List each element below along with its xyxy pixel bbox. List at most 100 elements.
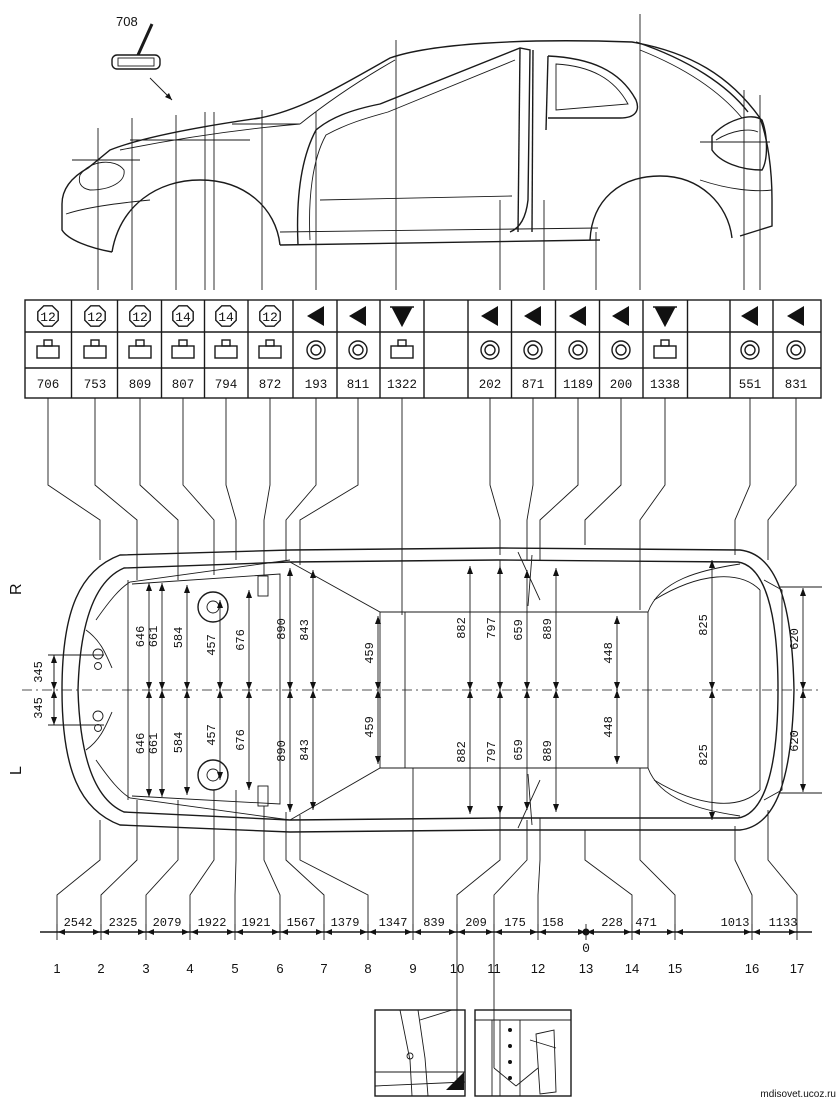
height-value: 807 (172, 378, 195, 392)
length-value: 839 (423, 916, 445, 930)
point-number: 15 (668, 961, 682, 976)
mount-pin-icon (306, 340, 326, 360)
height-value: 551 (739, 378, 762, 392)
side-pointer-icon (569, 306, 586, 326)
point-number: 8 (364, 961, 371, 976)
table-column-8: 811 (347, 306, 369, 392)
length-value: 2325 (109, 916, 138, 930)
width-lower-value: 584 (172, 732, 186, 754)
width-lower-value: 825 (697, 744, 711, 766)
bolt-head-icon (215, 305, 237, 327)
mount-pin-icon (523, 340, 543, 360)
width-lower-value: 646 (134, 733, 148, 755)
right-side-label: R (8, 583, 25, 595)
table-column-7: 193 (305, 306, 328, 392)
mount-block-icon (83, 345, 107, 359)
width-upper-value: 646 (134, 626, 148, 648)
plan-to-baseline-leaders (56, 768, 798, 1080)
table-column-4: 14 807 (171, 305, 195, 392)
height-value: 1322 (387, 378, 417, 392)
point-number: 11 (487, 961, 501, 976)
detail-inset-point-10 (374, 1009, 466, 1097)
width-upper-value: 889 (541, 618, 555, 640)
width-dimension-3: 584 584 (172, 585, 190, 795)
table-column-12: 871 (522, 306, 545, 392)
mount-pin-icon (611, 340, 631, 360)
width-lower-value: 843 (298, 739, 312, 761)
width-lower-value: 882 (455, 741, 469, 763)
point-number: 2 (97, 961, 104, 976)
bolt-size: 14 (218, 310, 234, 325)
length-value: 1347 (379, 916, 408, 930)
point-number: 9 (409, 961, 416, 976)
mount-block-icon (36, 345, 60, 359)
side-pointer-icon (481, 306, 498, 326)
side-view-leaders (72, 14, 770, 290)
point-number: 4 (186, 961, 193, 976)
width-lower-value: 459 (363, 716, 377, 738)
point-number: 14 (625, 961, 639, 976)
mount-pin-icon (786, 340, 806, 360)
length-value: 175 (504, 916, 526, 930)
side-pointer-icon (612, 306, 629, 326)
height-value: 871 (522, 378, 545, 392)
bolt-size: 14 (175, 310, 191, 325)
point-number: 3 (142, 961, 149, 976)
point-number: 7 (320, 961, 327, 976)
front-width-lower: 345 (32, 697, 46, 719)
measuring-tool-icon (111, 23, 173, 101)
bolt-head-icon (259, 305, 281, 327)
height-value: 193 (305, 378, 328, 392)
table-column-9: 1322 (387, 306, 417, 392)
bolt-head-icon (37, 305, 59, 327)
point-number: 12 (531, 961, 545, 976)
height-value: 200 (610, 378, 633, 392)
width-lower-value: 797 (485, 741, 499, 763)
height-value: 831 (785, 378, 808, 392)
side-pointer-icon (524, 306, 541, 326)
width-lower-value: 890 (275, 740, 289, 762)
width-dimension-1: 646 646 (134, 583, 152, 797)
width-upper-value: 890 (275, 618, 289, 640)
length-value: 1379 (331, 916, 360, 930)
point-number: 13 (579, 961, 593, 976)
table-column-14: 200 (610, 306, 633, 392)
mount-pin-icon (568, 340, 588, 360)
side-pointer-icon (349, 306, 366, 326)
mount-block-icon (171, 345, 195, 359)
mount-block-icon (258, 345, 282, 359)
front-width-upper: 345 (32, 661, 46, 683)
width-lower-value: 620 (788, 730, 802, 752)
height-value: 202 (479, 378, 502, 392)
height-value: 706 (37, 378, 60, 392)
car-side-view: 708 (61, 14, 773, 290)
length-value: 1013 (721, 916, 750, 930)
length-value: 1133 (769, 916, 798, 930)
detail-inset-point-11-12 (474, 1009, 572, 1097)
width-lower-value: 659 (512, 739, 526, 761)
point-number: 1 (53, 961, 60, 976)
width-lower-value: 448 (602, 716, 616, 738)
left-side-label: L (8, 766, 25, 775)
length-value: 228 (601, 916, 623, 930)
mount-pin-icon (480, 340, 500, 360)
table-column-17: 551 (739, 306, 762, 392)
side-pointer-icon (307, 306, 324, 326)
width-upper-value: 457 (205, 634, 219, 656)
width-upper-value: 584 (172, 627, 186, 649)
point-number: 16 (745, 961, 759, 976)
